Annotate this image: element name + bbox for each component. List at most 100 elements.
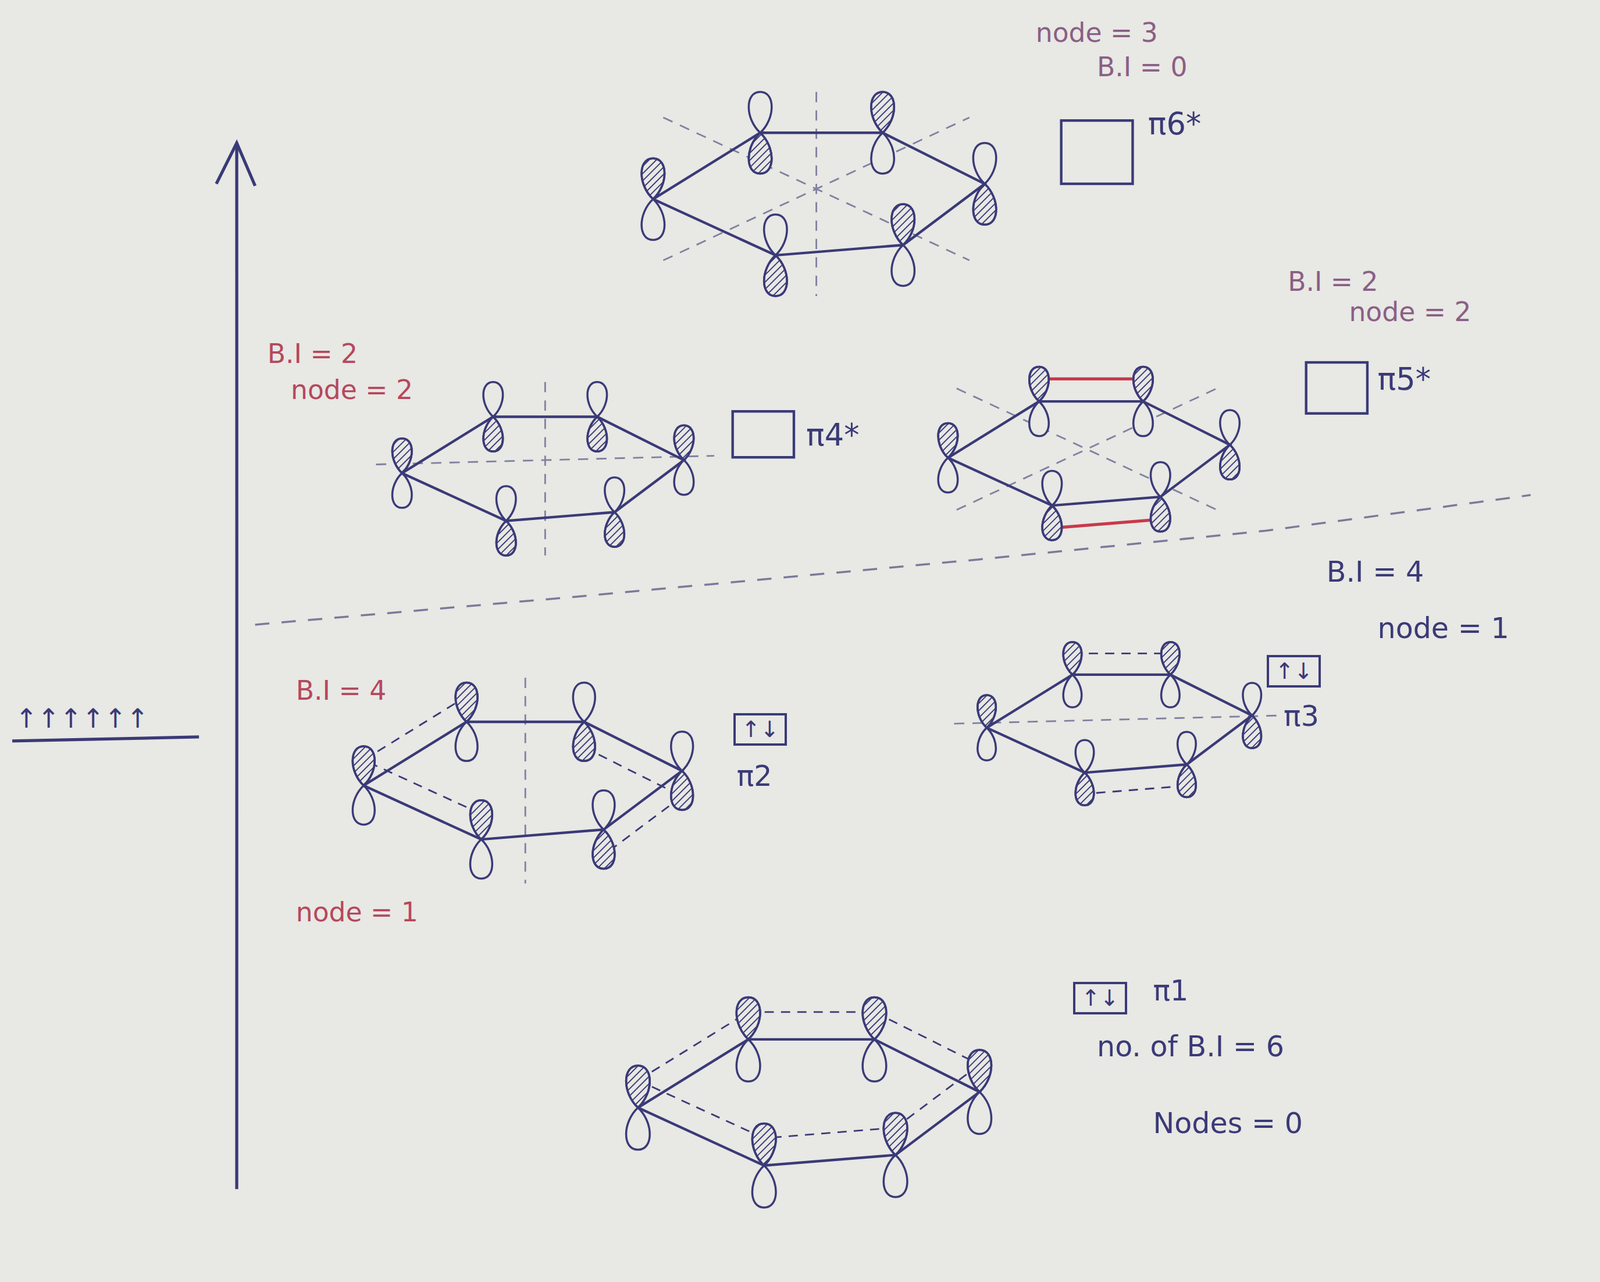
p-orbital-lobe xyxy=(1177,764,1197,797)
p-orbital-lobe xyxy=(736,1039,761,1082)
p-orbital-lobe-shading xyxy=(1029,366,1050,402)
p-orbital-lobe-shading xyxy=(736,997,761,1040)
p-orbital-lobe-shading xyxy=(1042,505,1063,541)
p-orbital-lobe xyxy=(496,520,516,556)
p-orbital-lobe xyxy=(1161,642,1181,675)
p-orbital-lobe xyxy=(671,770,694,810)
p-orbital-lobe xyxy=(967,1049,992,1092)
p-orbital-lobe-shading xyxy=(891,204,915,245)
p-orbital-lobe xyxy=(973,143,996,184)
p-orbital-lobe xyxy=(1063,674,1082,708)
p-orbital-lobe xyxy=(587,382,608,418)
p-orbital-lobe-shading xyxy=(1177,764,1197,797)
p-orbital-lobe-shading xyxy=(671,770,694,810)
p-orbital-lobe xyxy=(752,1165,776,1208)
separator-line xyxy=(255,494,1531,625)
p-orbital-lobe-shading xyxy=(496,520,516,556)
annotation: B.I = 0 xyxy=(1096,52,1188,83)
benzene-orbital xyxy=(953,642,1281,806)
p-orbital-lobe-shading xyxy=(641,158,665,199)
p-orbital-lobe xyxy=(862,1039,887,1082)
p-orbital-lobe-shading xyxy=(352,746,375,786)
electron-pair: ↑↓ xyxy=(741,718,780,741)
p-orbital-lobe xyxy=(1242,715,1262,748)
p-orbital-lobe-shading xyxy=(483,416,504,452)
nodal-plane xyxy=(544,382,547,556)
p-orbital-lobe xyxy=(592,790,615,830)
benzene-ring xyxy=(363,721,682,840)
benzene-ring xyxy=(948,401,1231,506)
pi-overlap xyxy=(1072,652,1171,655)
p-orbital-lobe xyxy=(1063,642,1082,675)
annotation: no. of B.I = 6 xyxy=(1096,1030,1285,1063)
annotation: node = 2 xyxy=(290,375,413,405)
empty-orbital-box xyxy=(732,411,794,458)
p-orbital-lobe xyxy=(604,511,625,547)
benzene-orbital xyxy=(376,382,715,556)
p-orbital-lobe-shading xyxy=(752,1123,776,1165)
p-orbital-lobe xyxy=(626,1107,651,1150)
p-orbital-lobe-shading xyxy=(1150,496,1171,532)
nodal-plane xyxy=(956,388,1217,511)
p-orbital-lobe xyxy=(1029,401,1050,437)
p-orbital-lobe xyxy=(1150,496,1171,532)
p-orbital-lobe xyxy=(938,422,958,458)
pi-overlap xyxy=(874,1011,980,1065)
p-orbital-lobe-shading xyxy=(587,416,608,452)
p-orbital-lobe xyxy=(752,1123,776,1165)
p-orbital-lobe-shading xyxy=(764,255,787,297)
p-orbital-lobe xyxy=(764,214,787,256)
p-orbital-lobe xyxy=(496,486,516,522)
p-orbital-lobe-shading xyxy=(604,511,625,547)
p-orbital-lobe xyxy=(871,91,894,133)
p-orbital-lobe-shading xyxy=(572,721,595,761)
annotation: Nodes = 0 xyxy=(1153,1107,1303,1139)
p-orbital-lobe xyxy=(604,477,625,513)
empty-orbital-box xyxy=(1306,362,1368,414)
p-orbital-lobe xyxy=(641,158,665,199)
annotation: B.I = 4 xyxy=(296,676,387,706)
p-orbital-lobe xyxy=(641,198,665,240)
p-orbital-lobe xyxy=(1220,410,1240,445)
annotation: π6* xyxy=(1148,107,1202,141)
p-orbital-lobe xyxy=(572,721,595,761)
benzene-orbital xyxy=(641,91,997,297)
pi-overlap xyxy=(1052,519,1161,529)
p-orbital-lobe xyxy=(862,997,887,1040)
p-orbital-lobe xyxy=(572,682,595,722)
atomic-level-line xyxy=(12,736,199,741)
p-orbital-lobe xyxy=(891,204,915,245)
p-orbital-lobe xyxy=(1220,444,1240,480)
p-orbital-lobe-shading xyxy=(626,1065,651,1108)
annotation: B.I = 2 xyxy=(1287,267,1378,297)
benzene-orbital xyxy=(626,997,992,1208)
p-orbital-lobe-shading xyxy=(967,1049,992,1092)
annotation: π5* xyxy=(1377,362,1431,397)
p-orbital-lobe-shading xyxy=(1075,772,1095,805)
annotation: π3 xyxy=(1283,700,1320,732)
nodal-plane xyxy=(663,117,969,261)
annotation: node = 3 xyxy=(1035,18,1158,48)
annotation: B.I = 4 xyxy=(1326,556,1424,588)
p-orbital-lobe xyxy=(1150,462,1171,498)
p-orbital-lobe xyxy=(883,1112,908,1155)
annotation: ↑↑↑↑↑↑ xyxy=(15,704,149,734)
p-orbital-lobe xyxy=(483,382,504,418)
p-orbital-lobe xyxy=(1075,772,1095,805)
filled-orbital-box: ↑↓ xyxy=(733,713,788,746)
p-orbital-lobe xyxy=(883,1155,908,1197)
p-orbital-lobe-shading xyxy=(392,438,412,474)
p-orbital-lobe xyxy=(1133,401,1154,437)
p-orbital-lobe xyxy=(967,1091,992,1134)
annotation: node = 1 xyxy=(1377,612,1510,644)
p-orbital-lobe-shading xyxy=(871,91,894,133)
annotation: node = 2 xyxy=(1348,297,1471,327)
p-orbital-lobe xyxy=(1133,366,1154,402)
p-orbital-lobe xyxy=(671,731,694,771)
p-orbital-lobe xyxy=(352,746,375,786)
annotation: node = 1 xyxy=(296,898,419,928)
annotation: π4* xyxy=(806,418,860,452)
p-orbital-lobe-shading xyxy=(469,800,493,840)
p-orbital-lobe xyxy=(392,438,412,474)
